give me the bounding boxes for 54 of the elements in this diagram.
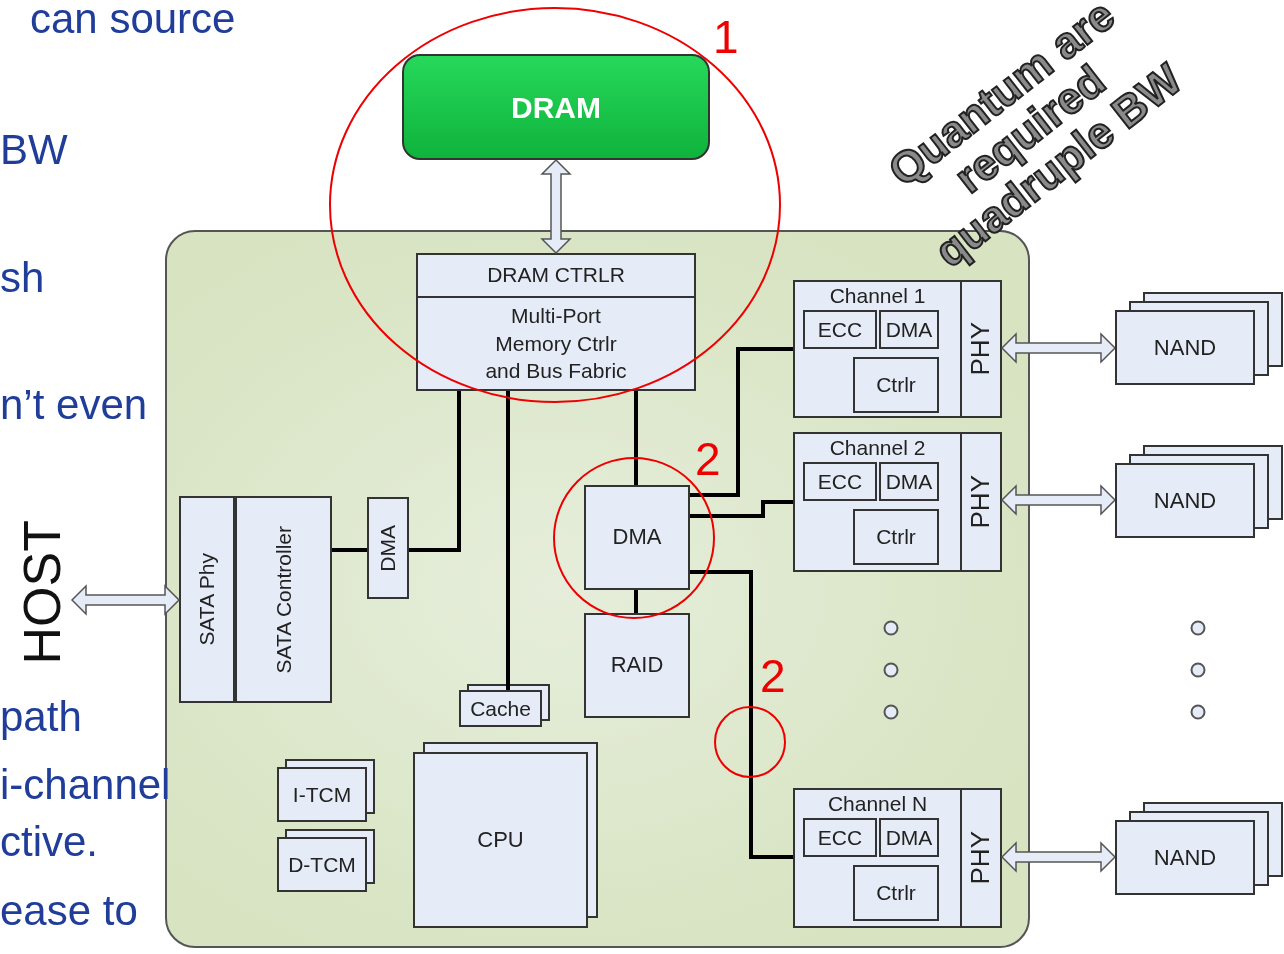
slide-text: BW: [0, 125, 68, 175]
double-arrow: [1000, 332, 1117, 364]
channel-title: Channel 1: [828, 283, 927, 309]
bus-line: [409, 391, 461, 552]
controller-block: Ctrlr: [853, 357, 939, 413]
double-arrow: [540, 158, 572, 255]
double-arrow: [1000, 484, 1117, 516]
slide-text: path: [0, 692, 82, 742]
callout-number: 2: [760, 653, 786, 699]
slide-text: sh: [0, 253, 45, 303]
block-label: SATA Controller: [270, 525, 296, 674]
memory-chip-box: DRAM: [402, 54, 710, 160]
slide-text: ease to: [0, 886, 138, 936]
controller-block: Ctrlr: [853, 865, 939, 921]
block-heading: DRAM CTRLR: [418, 255, 694, 299]
dma-block: DMA: [879, 310, 939, 349]
host-text: HOST: [12, 519, 73, 665]
ecc-block: ECC: [803, 310, 877, 349]
raid-block: RAID: [584, 613, 690, 718]
slide-text: n’t even: [0, 380, 148, 430]
callout-number: 2: [695, 436, 721, 482]
channel-block: [793, 788, 1002, 928]
memory-controller-block: [416, 253, 696, 391]
bus-line: [332, 548, 367, 552]
bus-line: [634, 391, 638, 485]
bus-line: [634, 590, 638, 613]
channel-title: Channel 2: [828, 435, 927, 461]
dma-block: DMA: [879, 462, 939, 501]
block-description: Multi-Port Memory Ctrlr and Bus Fabric: [484, 303, 628, 384]
controller-block: Ctrlr: [853, 509, 939, 565]
block-label: DMA: [375, 524, 401, 572]
bus-line: [690, 570, 793, 859]
double-arrow: [1000, 841, 1117, 873]
dma-block: [367, 497, 409, 599]
ecc-block: ECC: [803, 462, 877, 501]
bus-line: [690, 500, 793, 518]
slide-text: can source: [30, 0, 236, 44]
channel-block: [793, 280, 1002, 418]
block-label: PHY: [964, 831, 997, 885]
block-label: SATA Phy: [194, 553, 220, 646]
bus-line: [690, 347, 793, 497]
block-label: PHY: [964, 475, 997, 529]
interface-block: [235, 496, 332, 703]
dma-block: DMA: [584, 485, 690, 590]
ecc-block: ECC: [803, 818, 877, 857]
channel-block: [793, 432, 1002, 572]
channel-title: Channel N: [826, 791, 929, 817]
dma-block: DMA: [879, 818, 939, 857]
block-label: PHY: [964, 322, 997, 376]
double-arrow: [70, 584, 181, 616]
slide-text: ctive.: [0, 817, 99, 867]
interface-block: [179, 496, 235, 703]
callout-number: 1: [713, 14, 739, 60]
bus-line: [506, 391, 510, 690]
